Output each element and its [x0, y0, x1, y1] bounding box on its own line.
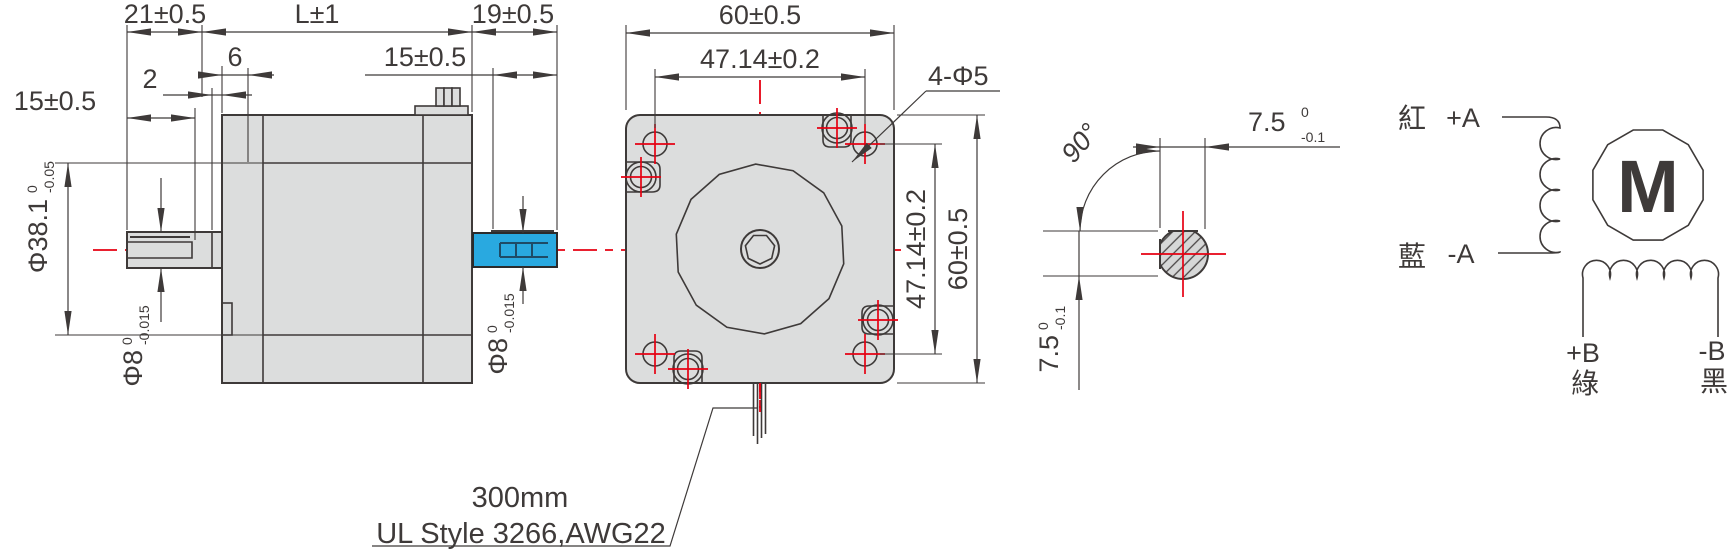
dim-rear-step-length: 2: [142, 64, 157, 94]
dim-face-height: 60±0.5: [943, 208, 973, 290]
dim-pilot-diameter: Φ38.1 0 -0.05: [23, 161, 57, 273]
svg-text:-0.015: -0.015: [501, 293, 517, 333]
svg-text:0: 0: [119, 337, 135, 345]
dim-flat-angle: 90°: [1055, 118, 1104, 169]
lead-wires: [752, 383, 767, 444]
shaft-section-view: 90° 7.5 0 -0.1 7.5 0 -0.1: [1034, 104, 1340, 390]
pilot-boss-circle: [675, 163, 845, 335]
dim-rear-boss-length: 6: [227, 42, 242, 72]
cable-spec: UL Style 3266,AWG22: [376, 518, 666, 550]
front-dimension-lines: [626, 29, 1000, 383]
dim-flat-height: 7.5 0 -0.1: [1034, 306, 1068, 373]
motor-symbol-label: M: [1617, 145, 1679, 228]
dim-front-shaft-diameter: Φ8 0 -0.015: [483, 293, 517, 374]
svg-text:0: 0: [484, 325, 500, 333]
dim-hole-span-v: 47.14±0.2: [901, 189, 931, 309]
svg-text:60±0.5: 60±0.5: [943, 208, 973, 290]
dim-mount-holes: 4-Φ5: [928, 61, 989, 91]
front-shaft: [472, 230, 558, 268]
lead-a-neg-color-label: 藍: [1398, 241, 1426, 272]
dim-rear-assembly: 21±0.5: [124, 0, 206, 29]
svg-text:0: 0: [24, 185, 40, 193]
lead-a-pos-color-label: 紅: [1398, 103, 1426, 134]
motor-symbol-circle: [1592, 129, 1704, 241]
svg-text:-0.1: -0.1: [1301, 129, 1325, 145]
svg-text:0: 0: [1035, 322, 1051, 330]
connector: [414, 87, 469, 116]
svg-text:Φ8: Φ8: [483, 338, 513, 375]
shaft-end-polygon: [744, 234, 776, 265]
rear-shaft: [126, 231, 223, 269]
svg-text:7.5: 7.5: [1034, 335, 1064, 373]
lead-b-neg-label: -B: [1699, 336, 1726, 366]
phase-a-coil: [1498, 116, 1561, 254]
svg-text:Φ8: Φ8: [118, 350, 148, 387]
svg-text:90°: 90°: [1055, 118, 1104, 169]
side-extension-lines: [55, 25, 558, 336]
svg-text:-0.015: -0.015: [136, 305, 152, 345]
svg-text:7.5: 7.5: [1248, 107, 1286, 137]
dim-hole-span-h: 47.14±0.2: [700, 44, 820, 74]
wiring-diagram: 紅 +A 藍 -A M +B 綠 -B 黑: [1398, 103, 1728, 399]
edge-holes: [621, 108, 898, 389]
dim-rear-shaft-diameter: Φ8 0 -0.015: [118, 305, 152, 386]
lead-a-neg-label: -A: [1448, 239, 1475, 269]
side-view: 21±0.5 L±1 19±0.5 6 15±0.5 2 15±0.5 Φ38.…: [14, 0, 905, 387]
dim-rear-shaft-length: 15±0.5: [14, 86, 96, 116]
cable-note: 300mm UL Style 3266,AWG22: [372, 407, 757, 550]
angle-arc: [1076, 147, 1161, 232]
motor-face-plate: [625, 114, 895, 384]
front-view: 60±0.5 47.14±0.2 4-Φ5 47.14±0.2 60±0.5 3…: [372, 0, 1000, 550]
dim-face-width: 60±0.5: [719, 0, 801, 30]
dim-body-length: L±1: [295, 0, 340, 29]
side-dimension-lines: [64, 28, 557, 335]
svg-text:Φ38.1: Φ38.1: [23, 199, 53, 273]
svg-text:-0.1: -0.1: [1052, 306, 1068, 330]
phase-b-coil: [1581, 259, 1720, 337]
svg-text:-0.05: -0.05: [41, 161, 57, 193]
cable-length: 300mm: [472, 482, 569, 514]
lead-b-pos-color-label: 綠: [1571, 368, 1599, 399]
lead-b-neg-color-label: 黑: [1700, 366, 1728, 397]
dim-front-shaft-length: 19±0.5: [472, 0, 554, 29]
shaft-end-circle: [740, 229, 780, 269]
svg-text:0: 0: [1301, 104, 1309, 120]
motor-body-side: [221, 114, 473, 384]
svg-text:47.14±0.2: 47.14±0.2: [901, 189, 931, 309]
lead-b-pos-label: +B: [1566, 338, 1600, 368]
section-extension-lines: [1043, 138, 1206, 277]
dim-front-flat-length: 15±0.5: [384, 42, 466, 72]
lead-a-pos-label: +A: [1446, 103, 1480, 133]
dim-flat-width: 7.5 0 -0.1: [1248, 104, 1325, 145]
